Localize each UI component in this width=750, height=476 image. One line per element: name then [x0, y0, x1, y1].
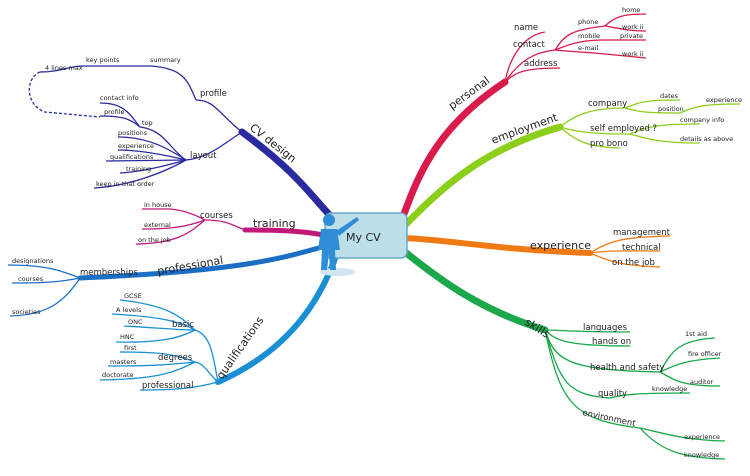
employment-group — [559, 99, 741, 149]
work-label-1: work ii — [622, 23, 644, 31]
employment-experience-label: experience — [706, 96, 742, 104]
designations-label: designations — [12, 257, 54, 265]
basic-label: basic — [172, 320, 194, 330]
environment-experience-label: experience — [684, 433, 720, 441]
skills-group — [544, 329, 726, 460]
branch-experience — [402, 235, 593, 256]
auditor-label: auditor — [690, 378, 714, 386]
in-house-label: in house — [144, 201, 172, 209]
central-topic[interactable]: My CV — [324, 212, 408, 259]
degrees-label: degrees — [158, 353, 193, 363]
management-label: management — [613, 228, 671, 238]
details-label: details as above — [680, 135, 733, 143]
company-info-label: company info — [680, 116, 724, 124]
onc-label: ONC — [128, 318, 143, 326]
health-safety-label: health and safety — [590, 363, 665, 373]
quality-knowledge-label: knowledge — [652, 385, 687, 393]
dates-label: dates — [660, 92, 679, 100]
courses-label: courses — [200, 211, 233, 221]
cv-design-group — [28, 65, 243, 189]
hnc-label: HNC — [120, 333, 135, 341]
environment-label: environment — [581, 408, 637, 429]
key-points-label: key points — [86, 56, 120, 64]
branch-training — [242, 227, 331, 239]
professional-label: professional — [156, 254, 224, 278]
personal-group — [504, 13, 647, 83]
societies-label: societies — [12, 308, 41, 316]
four-lines-label: 4 lines max — [45, 64, 83, 72]
name-label: name — [514, 23, 538, 33]
quality-label: quality — [598, 389, 627, 399]
work-label-2: work ii — [622, 50, 644, 58]
doctorate-label: doctorate — [102, 371, 133, 379]
experience-group — [589, 235, 671, 268]
fire-officer-label: fire officer — [688, 350, 722, 358]
qualifications-group — [99, 299, 219, 391]
central-topic-label: My CV — [346, 231, 381, 244]
layout-label: layout — [190, 151, 217, 161]
email-label: e-mail — [578, 44, 598, 52]
layout-training-label: training — [126, 165, 151, 173]
environment-knowledge-label: knowledge — [684, 451, 719, 459]
gcse-label: GCSE — [124, 292, 142, 300]
external-label: external — [144, 221, 171, 229]
home-label: home — [622, 6, 640, 14]
training-label: training — [253, 217, 296, 230]
masters-label: masters — [110, 358, 137, 366]
contact-info-label: contact info — [100, 94, 139, 102]
experience-label: experience — [530, 239, 591, 252]
positions-label: positions — [118, 129, 148, 137]
top-label: top — [142, 119, 153, 127]
branch-skills — [401, 248, 549, 334]
technical-label: technical — [622, 243, 661, 253]
experience-on-the-job-label: on the job — [612, 258, 655, 268]
address-label: address — [524, 59, 558, 69]
training-on-the-job-label: on the job — [138, 236, 171, 244]
qualifications-professional-label: professional — [142, 381, 194, 391]
layout-qualifications-label: qualifications — [110, 153, 154, 161]
summary-label: summary — [150, 56, 181, 64]
company-label: company — [588, 99, 627, 109]
a-levels-label: A levels — [116, 306, 142, 314]
hands-on-label: hands on — [592, 337, 631, 347]
position-label: position — [658, 105, 684, 113]
branch-professional — [77, 242, 333, 281]
layout-experience-label: experience — [118, 142, 154, 150]
branch-employment — [401, 123, 564, 229]
branch-personal — [400, 78, 509, 218]
first-aid-label: 1st aid — [685, 330, 707, 338]
training-group — [135, 208, 246, 245]
private-label: private — [620, 32, 643, 40]
branch-cv-design — [238, 128, 340, 226]
self-employed-label: self employed ? — [590, 124, 657, 134]
phone-label: phone — [578, 18, 598, 26]
order-label: keep in that order — [96, 180, 155, 188]
professional-group — [7, 264, 81, 317]
profile-label: profile — [200, 89, 227, 99]
presenter-figure-icon — [318, 214, 359, 276]
first-label: first — [124, 344, 137, 352]
contact-label: contact — [513, 40, 545, 50]
memberships-label: memberships — [80, 268, 138, 278]
languages-label: languages — [583, 323, 628, 333]
professional-courses-label: courses — [18, 275, 44, 283]
layout-profile-label: profile — [104, 108, 125, 116]
mobile-label: mobile — [578, 32, 600, 40]
pro-bono-label: pro bono — [590, 139, 628, 149]
